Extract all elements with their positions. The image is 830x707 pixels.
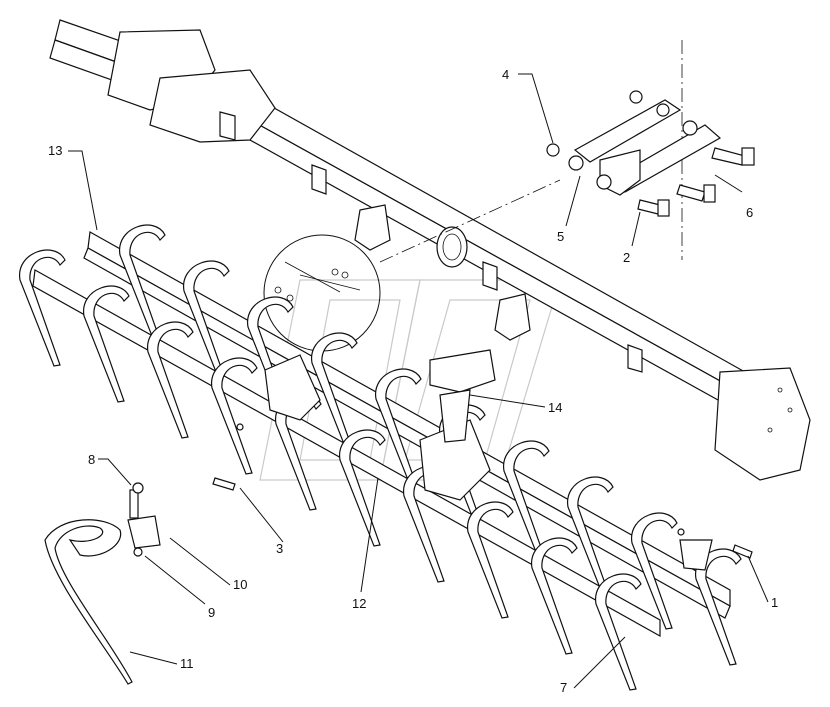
callout-6: 6 (746, 205, 753, 220)
tine-12 (147, 321, 194, 439)
callout-1: 1 (771, 595, 778, 610)
callout-4: 4 (502, 67, 509, 82)
leader-lines (68, 73, 769, 689)
callout-2: 2 (623, 250, 630, 265)
callout-5: 5 (557, 229, 564, 244)
tine-13 (211, 357, 258, 475)
callout-10: 10 (233, 577, 247, 592)
small-bolts (212, 423, 753, 559)
tine-1 (183, 260, 230, 378)
tine-15 (339, 429, 386, 547)
tine-18 (531, 537, 578, 655)
tine-19 (595, 573, 642, 691)
tine-17 (467, 501, 514, 619)
callout-labels: 4 5 2 6 13 14 8 3 10 9 12 11 1 7 (48, 67, 778, 695)
tine-4 (375, 368, 422, 486)
tine-8 (631, 512, 678, 630)
callout-3: 3 (276, 541, 283, 556)
tine-2 (247, 296, 294, 414)
tine-11 (83, 285, 130, 403)
tine-10 (19, 249, 66, 367)
callout-8: 8 (88, 452, 95, 467)
main-frame (49, 19, 811, 481)
tine-7 (567, 476, 614, 594)
callout-7: 7 (560, 680, 567, 695)
callout-14: 14 (548, 400, 562, 415)
tine-0 (119, 224, 166, 342)
mount-brackets (264, 349, 713, 571)
tine-3 (311, 332, 358, 450)
linkage-assembly (546, 90, 755, 217)
callout-13: 13 (48, 143, 62, 158)
clamp-part (127, 482, 161, 557)
callout-12: 12 (352, 596, 366, 611)
callout-9: 9 (208, 605, 215, 620)
callout-11: 11 (180, 656, 194, 671)
detail-circle (263, 234, 381, 352)
single-tine-part (44, 519, 133, 685)
tine-6 (503, 440, 550, 558)
